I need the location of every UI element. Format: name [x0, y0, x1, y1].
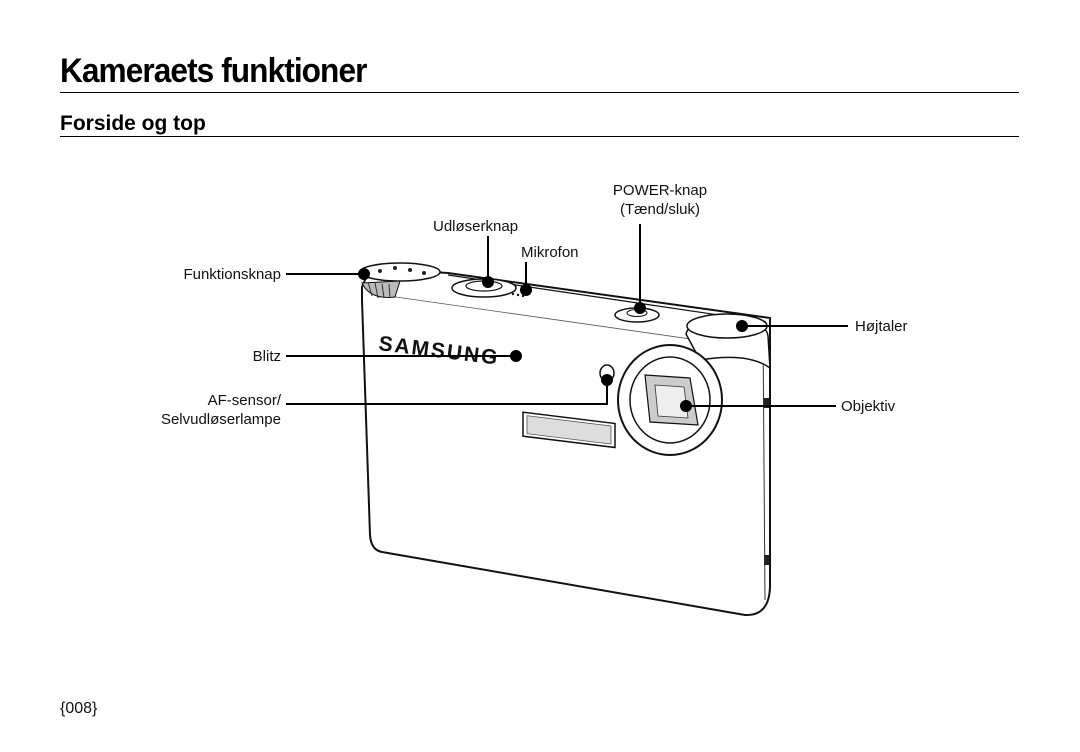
speaker-icon	[685, 313, 771, 370]
page-title: Kameraets funktioner	[60, 52, 367, 90]
lens-icon	[617, 344, 723, 456]
mode-dial-label: Funktionsknap	[183, 266, 281, 283]
title-divider	[60, 92, 1019, 93]
lens-label: Objektiv	[841, 398, 896, 415]
section-divider	[60, 136, 1019, 137]
speaker-label: Højtaler	[855, 318, 908, 335]
af-sensor-label: AF-sensor/ Selvudløserlampe	[120, 391, 281, 429]
af-label-line1: AF-sensor/	[207, 392, 281, 409]
flash-icon	[522, 411, 616, 449]
power-button-icon	[614, 307, 660, 323]
section-title: Forside og top	[60, 112, 206, 135]
af-label-line2: Selvudløserlampe	[160, 411, 281, 428]
flash-label: Blitz	[252, 348, 281, 365]
power-label-line1: POWER-knap	[612, 182, 708, 199]
microphone-label: Mikrofon	[521, 244, 579, 261]
power-button-label: POWER-knap (Tænd/sluk)	[600, 181, 720, 219]
power-label-line2: (Tænd/sluk)	[619, 201, 701, 218]
shutter-button-label: Udløserknap	[433, 218, 519, 235]
page-number: {008}	[60, 700, 98, 717]
